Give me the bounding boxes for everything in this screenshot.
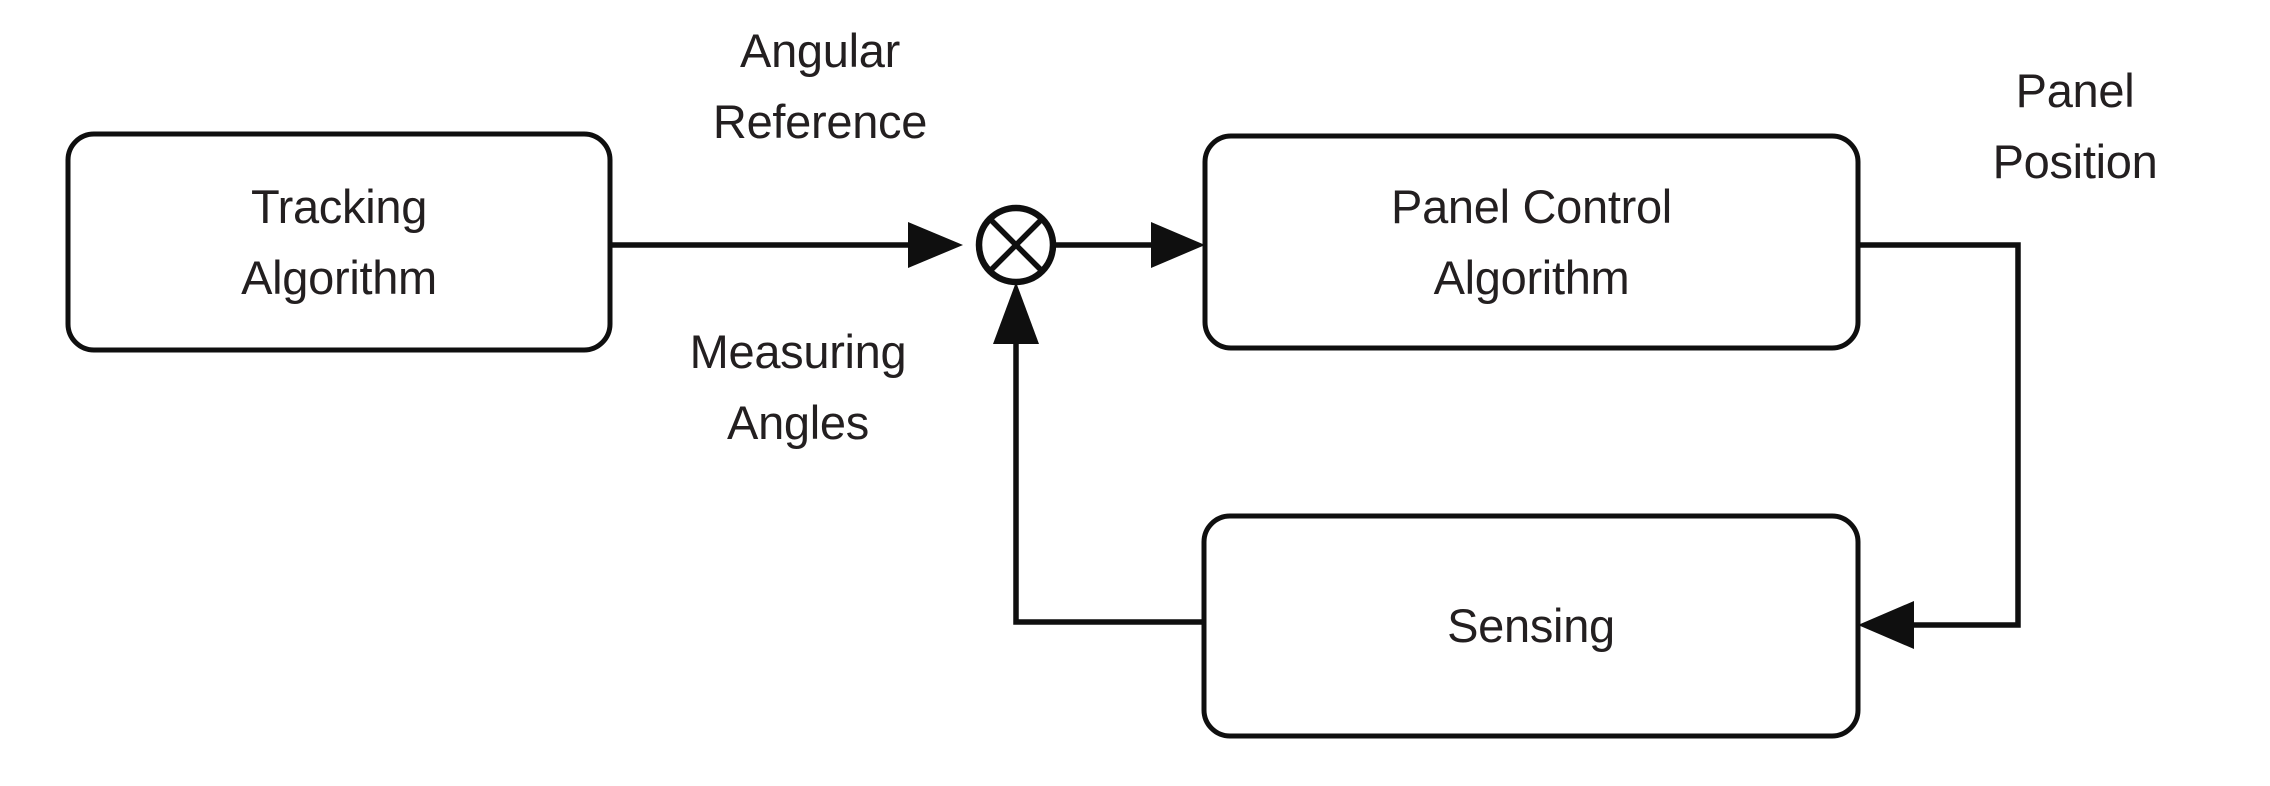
block-label-sensing: Sensing bbox=[1447, 599, 1615, 653]
edge-label-angular-reference: Angular Reference bbox=[712, 24, 928, 149]
connector-panel-control-to-sensing bbox=[1858, 242, 2021, 628]
edge-label-measuring-angles: Measuring Angles bbox=[689, 325, 907, 450]
edge-label-panel-position: Panel Position bbox=[1992, 64, 2158, 189]
block-label-panel-control-algorithm: Panel Control Algorithm bbox=[1391, 179, 1672, 304]
arrow-head-into-sensing bbox=[1858, 601, 1914, 649]
block-sensing[interactable] bbox=[1201, 513, 1861, 739]
arrow-head-into-panel-control bbox=[1151, 222, 1205, 268]
summing-junction-cross-stroke-2 bbox=[988, 217, 1044, 273]
arrow-head-into-junction-bottom bbox=[993, 282, 1039, 344]
arrow-head-into-junction-left bbox=[908, 222, 963, 268]
block-label-tracking-algorithm: Tracking Algorithm bbox=[241, 179, 437, 304]
connector-sensing-to-junction bbox=[1013, 340, 1204, 625]
block-panel-control-algorithm[interactable] bbox=[1202, 133, 1861, 351]
block-tracking-algorithm[interactable] bbox=[65, 131, 613, 353]
